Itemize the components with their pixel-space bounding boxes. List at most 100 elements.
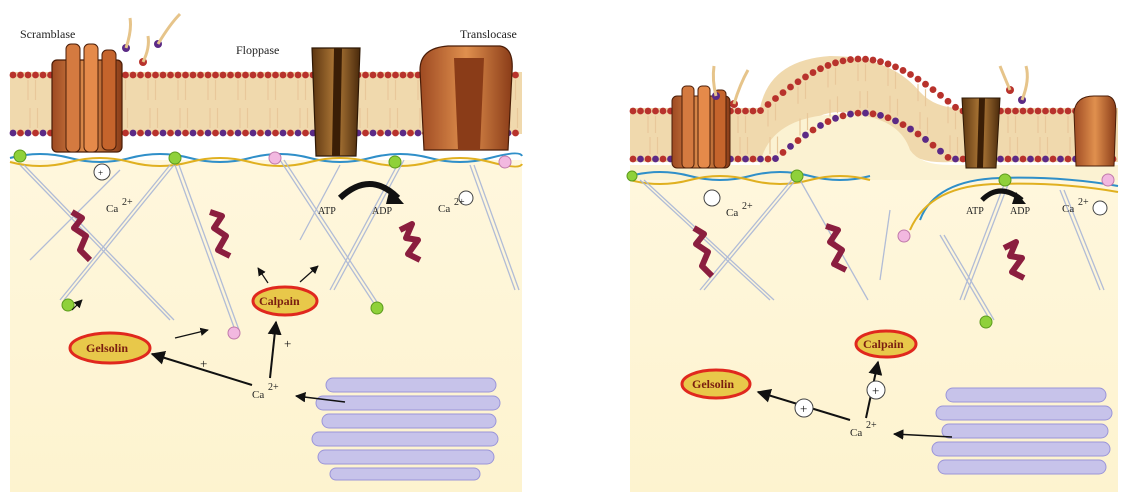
right-gelsolin-label: Gelsolin [692,377,734,391]
lipid-head [930,142,937,149]
lipid-head [137,72,144,79]
lipid-head [877,112,884,119]
lipid-head [1050,108,1057,115]
lipid-head [175,72,182,79]
lipid-head [1012,108,1019,115]
right-ca-center-label: Ca [850,427,862,439]
lipid-head [377,72,384,79]
lipid-head [182,130,189,137]
lipid-head [952,156,959,163]
lipid-head [257,72,264,79]
lipid-head [922,136,929,143]
lipid-head [370,72,377,79]
lipid-head [167,130,174,137]
lipid-head [1065,156,1072,163]
lipid-head [130,130,137,137]
right-junction-ball [898,230,910,242]
right-adp-label: ADP [1010,206,1030,217]
left-plus-gelsolin: + [200,356,207,371]
lipid-head [652,156,659,163]
lipid-head [212,130,219,137]
lipid-head [512,72,519,79]
lipid-head [742,108,749,115]
left-junction-ball [14,150,26,162]
right-floppase-channel [962,98,1000,168]
lipid-head [392,72,399,79]
lipid-head [825,118,832,125]
lipid-head [780,149,787,156]
lipid-head [145,130,152,137]
lipid-head [645,108,652,115]
left-junction-ball [499,156,511,168]
lipid-head [750,156,757,163]
lipid-head [840,112,847,119]
lipid-head [892,63,899,70]
left-junction-ball [169,152,181,164]
right-ca-channel-icon [704,190,720,206]
lipid-head [17,130,24,137]
lipid-head [735,108,742,115]
lipid-head [25,130,32,137]
lipid-head [810,69,817,76]
floppase-channel [312,48,360,156]
left-ca-channel-mark: + [98,168,103,178]
lipid-head [512,130,519,137]
lipid-head [885,61,892,68]
lipid-head [1020,156,1027,163]
lipid-head [840,57,847,64]
lipid-head [152,72,159,79]
right-scramblase-channel [672,86,730,168]
lipid-head [295,72,302,79]
translocase-channel [420,46,512,150]
left-ca-right-sup: 2+ [454,197,465,208]
right-ca-right-label: Ca [1062,203,1074,215]
lipid-head [1035,156,1042,163]
lipid-head [847,111,854,118]
lipid-head [122,72,129,79]
left-panel: + Scramblase Floppase Translocase [10,14,522,492]
left-actin-end-ball [228,327,240,339]
lipid-head [915,131,922,138]
lipid-head [167,72,174,79]
lipid-head [877,58,884,65]
lipid-head [130,72,137,79]
lipid-head [197,72,204,79]
left-ca-left-label: Ca [106,203,118,215]
lipid-head [287,72,294,79]
lipid-head [10,130,17,137]
lipid-head [122,130,129,137]
lipid-head [660,108,667,115]
lipid-head [630,108,637,115]
lipid-head [772,155,779,162]
lipid-head [750,108,757,115]
lipid-head [250,72,257,79]
lipid-head [302,130,309,137]
left-calpain-label: Calpain [259,294,300,308]
lipid-head [235,130,242,137]
lipid-head [415,130,422,137]
lipid-head [1057,156,1064,163]
left-junction-ball [389,156,401,168]
left-junction-ball [269,152,281,164]
lipid-head [1012,156,1019,163]
lipid-head [302,72,309,79]
lipid-head [795,137,802,144]
lipid-head [810,127,817,134]
left-actin-end-ball [371,302,383,314]
lipid-head [235,72,242,79]
lipid-head [922,81,929,88]
lipid-head [802,74,809,81]
lipid-head [272,72,279,79]
lipid-head [17,72,24,79]
right-ca-left-label: Ca [726,207,738,219]
right-calpain-label: Calpain [863,337,904,351]
lipid-head [152,130,159,137]
lipid-head [862,110,869,117]
lipid-head [1065,108,1072,115]
right-junction-ball [627,171,637,181]
right-atp-label: ATP [966,206,984,217]
lipid-head [900,67,907,74]
lipid-head [10,72,17,79]
lipid-head [802,132,809,139]
